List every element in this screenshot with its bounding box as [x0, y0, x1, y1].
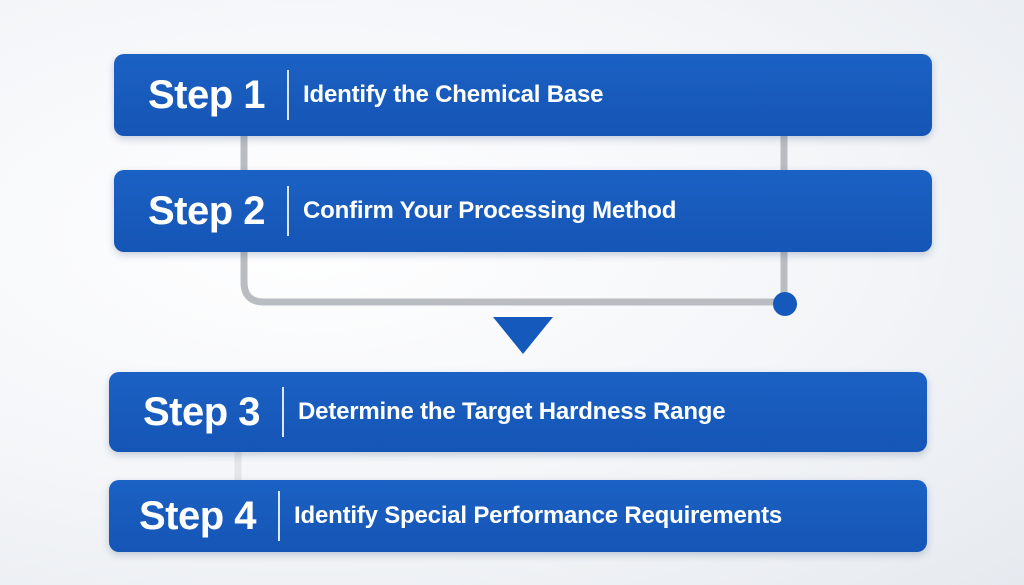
step-4-divider — [278, 491, 281, 541]
connector-loop — [240, 246, 788, 306]
step-1-divider — [287, 70, 290, 120]
step-2-divider — [287, 186, 290, 236]
step-3-bar: Step 3 Determine the Target Hardness Ran… — [109, 372, 927, 452]
step-2-title: Confirm Your Processing Method — [303, 197, 677, 224]
step-1-title: Identify the Chemical Base — [303, 81, 604, 108]
step-4-bar: Step 4 Identify Special Performance Requ… — [109, 480, 927, 552]
step-2-number: Step 2 — [148, 188, 266, 233]
step-3-number: Step 3 — [143, 389, 261, 434]
step-2-bar: Step 2 Confirm Your Processing Method — [114, 170, 932, 252]
down-arrow-icon — [493, 317, 553, 354]
step-3-title: Determine the Target Hardness Range — [298, 398, 726, 425]
connector-end-dot — [773, 292, 797, 316]
step-4-title: Identify Special Performance Requirement… — [294, 502, 783, 529]
step-4-number: Step 4 — [139, 493, 257, 538]
step-1-number: Step 1 — [148, 72, 266, 117]
step-1-bar: Step 1 Identify the Chemical Base — [114, 54, 932, 136]
step-3-divider — [282, 387, 285, 437]
